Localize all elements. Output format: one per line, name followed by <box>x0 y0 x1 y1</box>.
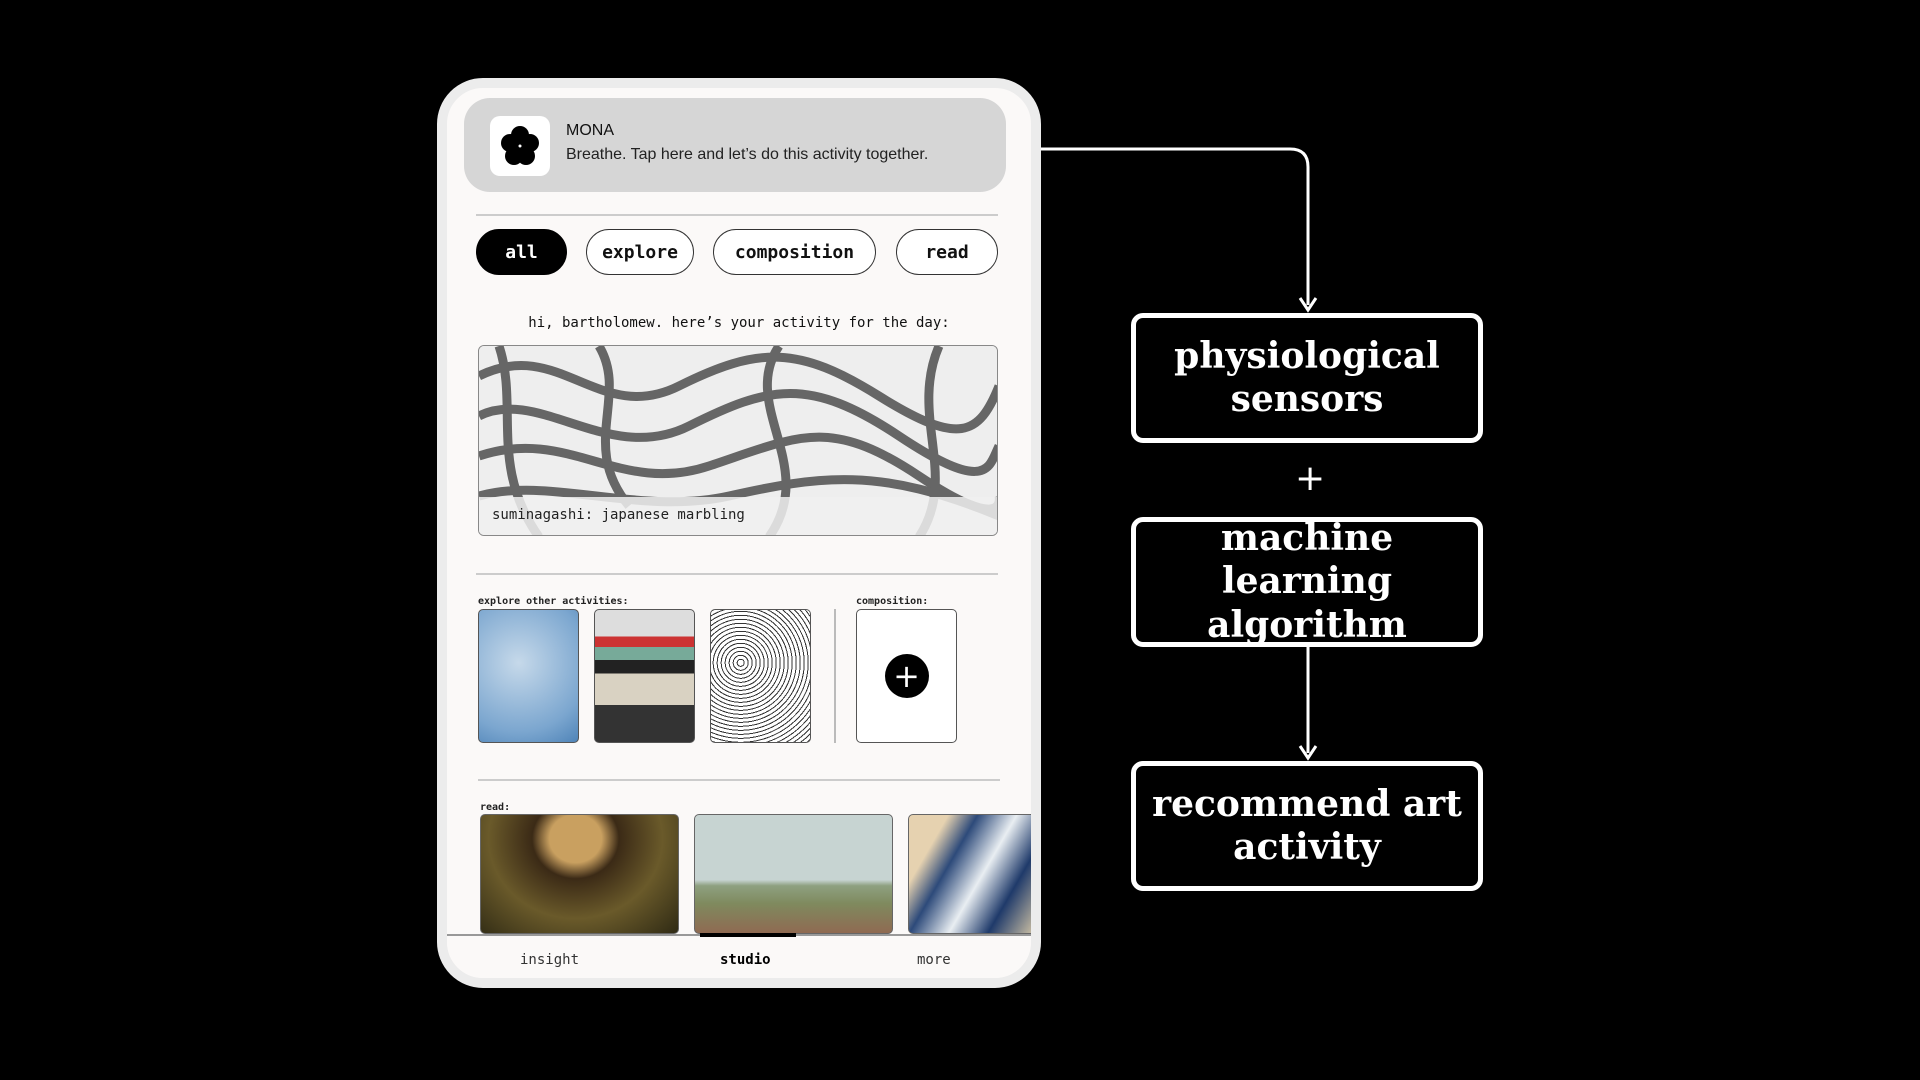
great-wave-painting[interactable] <box>908 814 1031 934</box>
plus-sign: + <box>1295 458 1326 499</box>
greeting-text: hi, bartholomew. here’s your activity fo… <box>528 315 950 331</box>
featured-activity-card[interactable]: suminagashi: japanese marbling <box>478 345 998 536</box>
bottom-nav: insight studio more <box>447 933 1031 978</box>
poppy-field-painting[interactable] <box>694 814 893 934</box>
active-tab-indicator <box>700 933 796 937</box>
flower-icon <box>490 116 550 176</box>
read-label: read: <box>480 802 511 813</box>
new-composition-button[interactable]: + <box>856 609 957 743</box>
mona-lisa-painting[interactable] <box>480 814 679 934</box>
watercolor-activity-thumb[interactable] <box>478 609 579 743</box>
explore-label: explore other activities: <box>478 596 629 607</box>
filter-all[interactable]: all <box>476 229 567 275</box>
doodle-activity-thumb[interactable] <box>710 609 811 743</box>
plus-icon: + <box>884 654 929 698</box>
filter-composition[interactable]: composition <box>713 229 876 275</box>
notification-banner[interactable]: MONA Breathe. Tap here and let’s do this… <box>464 98 1006 192</box>
divider <box>834 609 836 743</box>
ml-algorithm-box: machine learning algorithm <box>1131 517 1483 647</box>
notification-message: Breathe. Tap here and let’s do this acti… <box>566 146 929 163</box>
physiological-sensors-box: physiological sensors <box>1131 313 1483 443</box>
divider <box>476 573 998 575</box>
featured-caption: suminagashi: japanese marbling <box>479 497 997 535</box>
divider <box>478 779 1000 781</box>
recommend-activity-box: recommend art activity <box>1131 761 1483 891</box>
filter-read[interactable]: read <box>896 229 998 275</box>
tab-insight[interactable]: insight <box>520 952 580 968</box>
tablet-device: MONA Breathe. Tap here and let’s do this… <box>437 78 1041 988</box>
collage-activity-thumb[interactable] <box>594 609 695 743</box>
composition-label: composition: <box>856 596 929 607</box>
tab-studio[interactable]: studio <box>720 952 771 968</box>
filter-explore[interactable]: explore <box>586 229 694 275</box>
divider <box>476 214 998 216</box>
notification-app-name: MONA <box>566 122 614 139</box>
tab-more[interactable]: more <box>917 952 951 968</box>
